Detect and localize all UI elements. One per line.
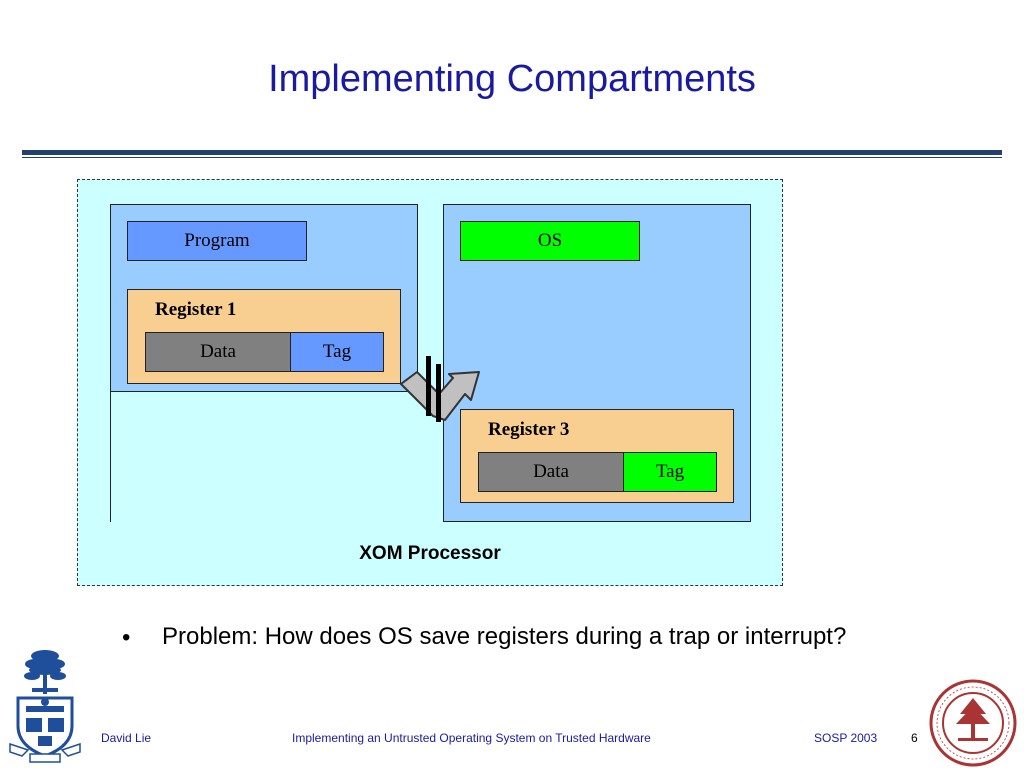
register-1-title: Register 1 xyxy=(155,299,237,320)
os-box: OS xyxy=(460,221,640,261)
slide-title: Implementing Compartments xyxy=(268,58,756,100)
footer-page-number: 6 xyxy=(911,731,918,745)
register-1-tag: Tag xyxy=(290,332,384,372)
processor-label: XOM Processor xyxy=(359,543,501,564)
title-rule-thin xyxy=(22,157,1002,158)
footer-venue: SOSP 2003 xyxy=(814,731,878,745)
register-3-tag: Tag xyxy=(623,452,717,492)
blocked-transfer-arrow xyxy=(400,356,480,422)
title-rule-thick xyxy=(22,150,1002,155)
bullet-icon: • xyxy=(122,624,131,651)
footer-talk-title: Implementing an Untrusted Operating Syst… xyxy=(292,731,651,745)
footer-author: David Lie xyxy=(101,731,152,745)
barrier-bar-icon xyxy=(436,364,441,422)
university-crest-logo xyxy=(9,650,81,763)
register-3-title: Register 3 xyxy=(488,419,570,440)
program-box: Program xyxy=(127,221,307,261)
register-1-data: Data xyxy=(145,332,291,372)
register-3-data: Data xyxy=(478,452,624,492)
university-seal-logo xyxy=(929,679,1017,767)
bullet-text: Problem: How does OS save registers duri… xyxy=(162,623,847,650)
barrier-bar-icon xyxy=(426,356,431,416)
